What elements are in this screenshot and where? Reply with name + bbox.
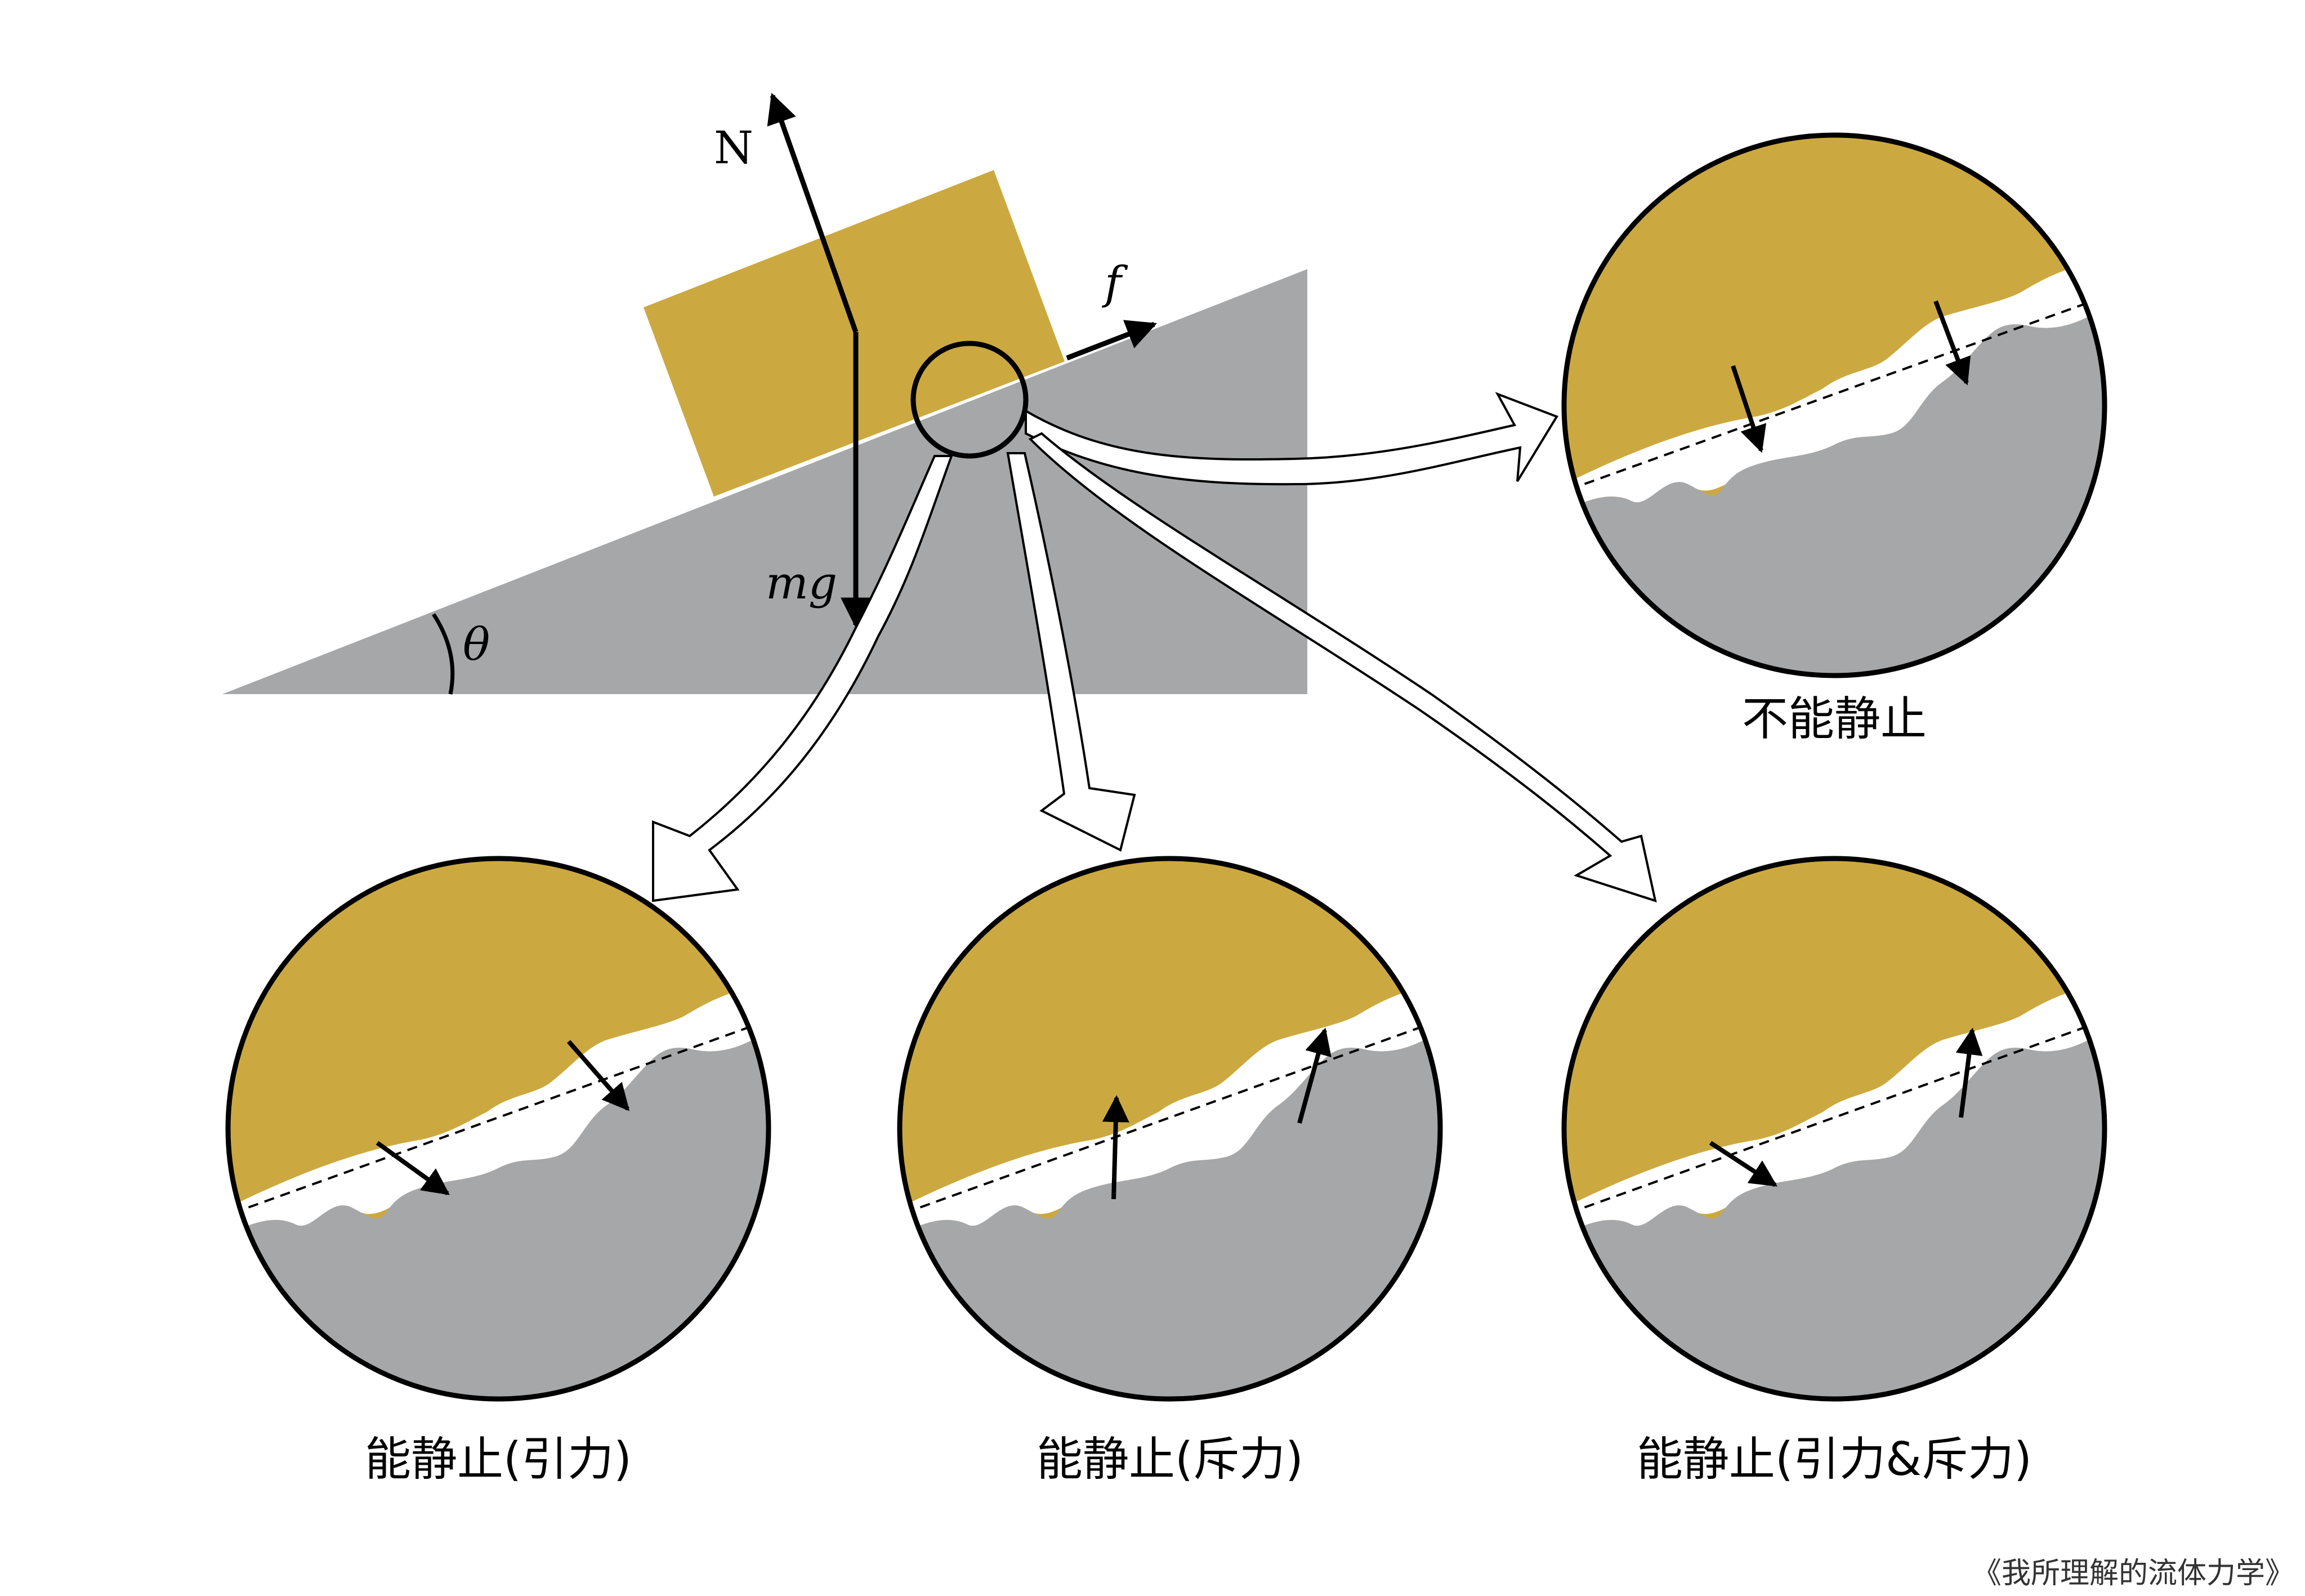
angle-label: θ xyxy=(463,618,490,670)
incline-scene: θ N mg f xyxy=(222,92,1657,902)
force-arrow-1 xyxy=(1731,365,1767,453)
force-arrow-1 xyxy=(1102,1095,1129,1200)
zoom-panel-bottom-left: 能静止(引力) xyxy=(225,856,771,1486)
caption-bottom-right: 能静止(引力&斥力) xyxy=(1637,1433,2032,1486)
friction-label: f xyxy=(1102,257,1128,309)
caption-bottom-left: 能静止(引力) xyxy=(365,1433,632,1486)
panel-border xyxy=(1561,856,2107,1402)
force-arrow-1 xyxy=(376,1141,450,1196)
force-arrow-2 xyxy=(1297,1027,1332,1124)
angle-arc xyxy=(432,613,455,695)
panel-border xyxy=(225,856,771,1402)
zoom-panel-bottom-right: 能静止(引力&斥力) xyxy=(1561,856,2107,1486)
hollow-arrow-bottom-right xyxy=(1028,432,1657,902)
friction-arrow xyxy=(1066,320,1158,361)
hollow-arrow-bottom-middle xyxy=(1006,452,1136,852)
magnifier-circle xyxy=(910,341,1029,459)
normal-force-label: N xyxy=(714,122,753,174)
force-arrow-2 xyxy=(566,1040,630,1111)
normal-force-arrow xyxy=(767,92,859,333)
hollow-arrow-bottom-left xyxy=(652,455,953,902)
force-arrow-2 xyxy=(1955,1027,1983,1118)
caption-bottom-middle: 能静止(斥力) xyxy=(1037,1433,1303,1486)
gravity-label: mg xyxy=(766,557,837,609)
watermark: 《我所理解的流体力学》 xyxy=(1972,1557,2294,1590)
force-arrow-1 xyxy=(1709,1141,1778,1187)
zoom-panel-top-right: 不能静止 xyxy=(1561,132,2107,746)
caption-top-right: 不能静止 xyxy=(1742,692,1927,746)
force-arrow-2 xyxy=(1933,300,1971,386)
zoom-panel-bottom-middle: 能静止(斥力) xyxy=(897,856,1443,1486)
panel-border xyxy=(1561,132,2107,678)
zoom-connectors xyxy=(652,392,1657,902)
hollow-arrow-top-right xyxy=(1025,392,1558,486)
panel-border xyxy=(897,856,1443,1402)
